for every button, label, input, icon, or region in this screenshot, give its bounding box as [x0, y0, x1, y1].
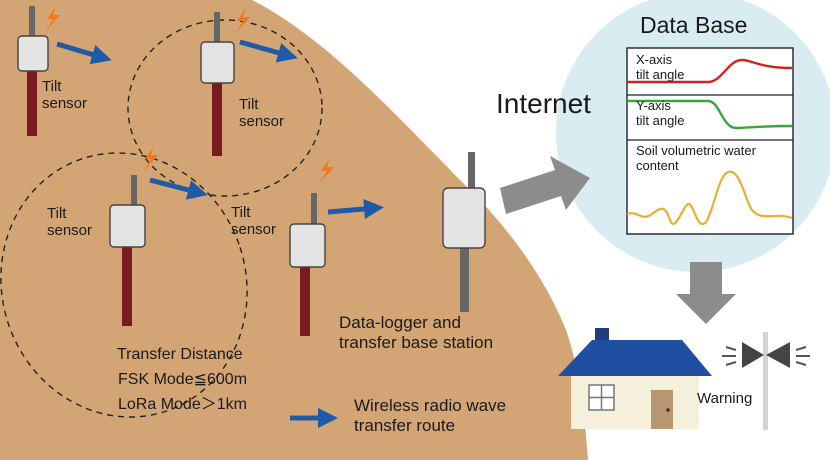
x-axis-panel-label: X-axis tilt angle — [636, 52, 685, 82]
soil-water-line — [626, 170, 793, 226]
sensor-1-label: Tilt sensor — [42, 78, 88, 113]
detection-range-upper — [127, 19, 323, 197]
detection-range-lower — [0, 152, 248, 418]
y-axis-panel-label: Y-axis tilt angle — [636, 98, 685, 128]
sensor-2-label: Tilt sensor — [239, 96, 285, 131]
internet-arrow — [500, 156, 590, 214]
tilt-sensor-3 — [109, 146, 158, 326]
x-tilt-line — [627, 58, 793, 84]
transfer-arrow-1 — [56, 41, 112, 65]
signal-lightning-icon — [235, 8, 250, 34]
tilt-sensor-2 — [200, 8, 250, 156]
database-panels — [626, 47, 794, 235]
legend-label: Wireless radio wave transfer route — [354, 396, 507, 435]
tilt-sensor-1 — [17, 6, 60, 136]
base-station — [442, 152, 486, 312]
lora-mode-range: LoRa Mode＞1km — [118, 396, 247, 413]
transfer-arrow-4 — [327, 199, 384, 219]
soil-water-panel-label: Soil volumetric water content — [636, 143, 756, 173]
signal-lightning-icon — [143, 146, 158, 172]
signal-lightning-icon — [45, 6, 60, 32]
warning-siren-icon — [722, 332, 810, 430]
signal-lightning-icon — [319, 158, 334, 184]
transfer-distance-title: Transfer Distance — [117, 346, 243, 363]
internet-label: Internet — [496, 88, 591, 119]
tilt-sensor-4 — [289, 158, 334, 336]
warning-arrow — [676, 262, 736, 324]
transfer-arrow-3 — [149, 177, 208, 200]
sensor-3-label: Tilt sensor — [47, 205, 93, 240]
fsk-mode-range: FSK Mode≦600m — [118, 371, 248, 388]
sensor-4-label: Tilt sensor — [231, 204, 277, 239]
house-icon — [558, 328, 712, 429]
y-tilt-line — [627, 99, 793, 130]
base-station-label: Data-logger and transfer base station — [339, 313, 494, 352]
transfer-arrow-2 — [239, 39, 298, 63]
database-title: Data Base — [640, 12, 748, 38]
warning-label: Warning — [697, 390, 753, 407]
